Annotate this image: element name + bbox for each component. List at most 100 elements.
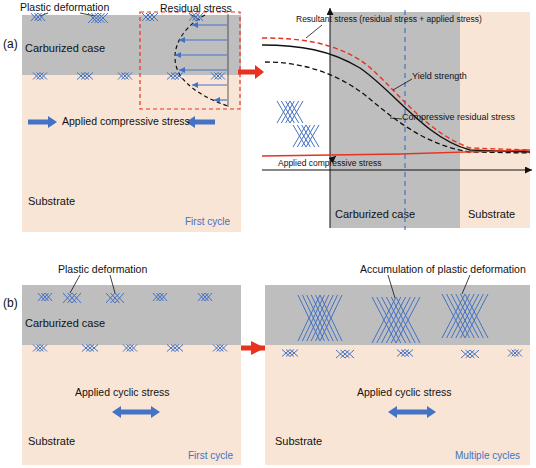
plastic-deformation-hatch (508, 350, 522, 357)
hatch-line (320, 295, 342, 341)
stress-arrow (192, 84, 227, 85)
plastic-deformation-hatch (298, 295, 342, 341)
hatch-line (118, 73, 125, 80)
hatch-line (316, 295, 338, 341)
region-label: Carburized case (25, 317, 105, 330)
hatch-line (215, 73, 222, 80)
hatch-line (81, 73, 89, 80)
hatch-line (37, 345, 44, 352)
hatch-line (515, 350, 522, 357)
leader-line (388, 275, 395, 298)
hatch-line (460, 294, 483, 338)
hatch-line (515, 350, 522, 357)
hatch-line (95, 13, 105, 23)
hatch-line (442, 294, 465, 338)
hatch-line (37, 73, 44, 80)
hatch-line (465, 294, 488, 338)
hatch-line (218, 73, 225, 80)
plastic-deformation-hatch (282, 350, 298, 357)
hatch-line (153, 293, 160, 301)
hatch-line (205, 293, 212, 301)
plastic-deformation-hatch (293, 125, 319, 147)
hatch-line (98, 13, 108, 23)
plastic-deformation-hatch (82, 345, 98, 352)
hatch-line (171, 345, 179, 352)
hatch-line (123, 345, 130, 352)
hatch-line (111, 293, 120, 303)
hatch-line (122, 73, 129, 80)
hatch-line (213, 345, 220, 352)
applied-stress-line (262, 150, 530, 156)
plastic-deformation-hatch (189, 13, 203, 21)
hatch-line (447, 294, 470, 338)
hatch-line (142, 13, 150, 21)
hatch-line (189, 13, 196, 21)
hatch-line (298, 295, 320, 341)
hatch-line (405, 350, 413, 357)
stress-arrow (175, 54, 227, 55)
hatch-line (196, 13, 203, 21)
substrate-panel: SubstrateCarburized case (22, 285, 241, 465)
load-arrow (112, 406, 160, 418)
hatch-line (290, 350, 298, 357)
plastic-deformation-hatch (118, 73, 132, 80)
hatch-line (38, 293, 45, 301)
hatch-line (211, 73, 218, 80)
hatch-line (31, 13, 38, 21)
hatch-line (38, 293, 45, 301)
substrate-region: Substrate (460, 12, 530, 228)
hatch-line (106, 293, 115, 303)
hatch-line (150, 13, 158, 21)
hatch-line (115, 293, 124, 303)
depth-marker-line (404, 10, 405, 230)
decoration-group (28, 13, 522, 418)
plastic-deformation-hatch (442, 294, 488, 338)
plastic-deformation-hatch (167, 73, 183, 80)
hatch-line (40, 73, 47, 80)
annotation-label: (a) (3, 38, 18, 52)
hatch-line (45, 293, 52, 301)
hatch-line (277, 101, 290, 123)
plastic-deformation-hatch (153, 293, 167, 301)
hatch-line (211, 73, 218, 80)
hatch-line (311, 295, 333, 341)
load-arrow (388, 406, 436, 418)
hatch-line (37, 73, 44, 80)
hatch-line (193, 13, 200, 21)
hatch-line (297, 125, 310, 147)
hatch-line (106, 293, 115, 303)
hatch-line (456, 294, 479, 338)
hatch-line (397, 350, 405, 357)
hatch-line (42, 293, 49, 301)
hatch-line (336, 350, 345, 358)
annotation-label: Residual stress (160, 2, 232, 14)
hatch-line (157, 293, 164, 301)
hatch-line (33, 345, 40, 352)
hatch-line (35, 13, 42, 21)
stress-arrow (179, 39, 227, 40)
hatch-line (345, 350, 354, 358)
depth-axis (262, 170, 532, 171)
hatch-line (386, 297, 410, 343)
case-band: Carburized case (22, 15, 241, 75)
hatch-line (118, 73, 125, 80)
hatch-line (470, 350, 479, 358)
hatch-line (160, 293, 167, 301)
hatch-line (157, 293, 164, 301)
hatch-line (167, 73, 175, 80)
hatch-line (307, 295, 329, 341)
hatch-line (86, 345, 94, 352)
hatch-line (90, 345, 98, 352)
hatch-line (91, 13, 101, 23)
resultant-stress-curve (262, 38, 530, 150)
hatch-line (146, 13, 154, 21)
hatch-line (198, 293, 205, 301)
plastic-deformation-hatch (38, 293, 52, 301)
hatch-line (341, 350, 350, 358)
hatch-line (286, 101, 299, 123)
stress-arrow (192, 24, 227, 25)
leader-line (80, 13, 95, 16)
hatch-line (160, 293, 167, 301)
